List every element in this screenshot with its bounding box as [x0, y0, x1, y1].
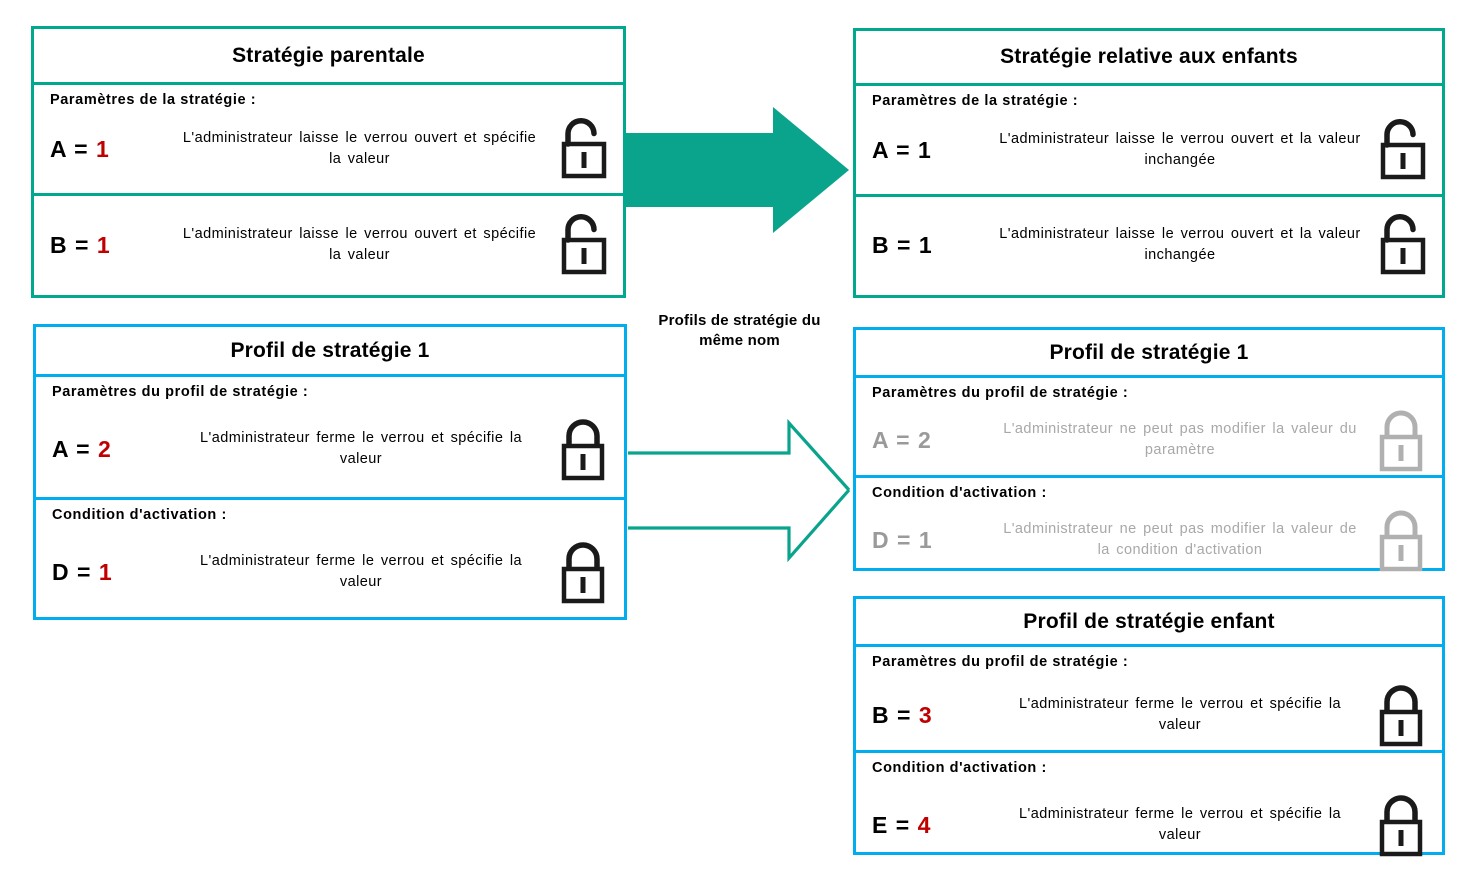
setting-key-letter: A =: [52, 435, 91, 462]
card-profile-right-title: Profil de stratégie 1: [856, 330, 1442, 378]
setting-description: L'administrateur ferme le verrou et spéc…: [199, 430, 523, 467]
setting-row: E = 4 L'administrateur ferme le verrou e…: [872, 792, 1432, 858]
setting-row: A = 1 L'administrateur laisse le verrou …: [872, 119, 1432, 181]
section-parent-policy-b: B = 1 L'administrateur laisse le verrou …: [34, 193, 623, 293]
lock-closed-icon: [1370, 792, 1432, 858]
setting-description: L'administrateur ne peut pas modifier la…: [1003, 421, 1357, 458]
lock-closed-gray-icon: [1370, 507, 1432, 573]
section-parent-policy-settings: Paramètres de la stratégie : A = 1 L'adm…: [34, 85, 623, 193]
setting-key-letter: A =: [872, 426, 911, 453]
setting-row: A = 2 L'administrateur ferme le verrou e…: [52, 416, 614, 482]
section-child-policy-settings: Paramètres de la stratégie : A = 1 L'adm…: [856, 86, 1442, 194]
setting-key-value: 1: [918, 231, 933, 258]
card-profile-left-title: Profil de stratégie 1: [36, 327, 624, 377]
setting-description: L'administrateur laisse le verrou ouvert…: [182, 130, 537, 167]
setting-key: D = 1: [872, 527, 990, 554]
setting-key-value: 2: [97, 435, 112, 462]
arrow-parent-to-child-solid: [626, 107, 849, 233]
center-caption-line2: même nom: [699, 331, 780, 349]
setting-key: B = 3: [872, 702, 990, 729]
lock-closed-icon: [552, 416, 614, 482]
setting-row: A = 2 L'administrateur ne peut pas modif…: [872, 407, 1432, 473]
setting-key-value: 1: [95, 135, 110, 162]
setting-key-value: 1: [98, 558, 113, 585]
setting-key-letter: A =: [872, 136, 911, 163]
section-profile-right-condition: Condition d'activation : D = 1 L'adminis…: [856, 475, 1442, 572]
section-child-policy-b: B = 1 L'administrateur laisse le verrou …: [856, 194, 1442, 292]
setting-key-value: 3: [918, 701, 933, 728]
setting-key-letter: D =: [872, 526, 912, 553]
setting-row: B = 3 L'administrateur ferme le verrou e…: [872, 682, 1432, 748]
card-profile-right: Profil de stratégie 1 Paramètres du prof…: [853, 327, 1445, 572]
setting-key: E = 4: [872, 812, 990, 839]
setting-row: B = 1 L'administrateur laisse le verrou …: [872, 214, 1432, 276]
section-label: Paramètres du profil de stratégie :: [52, 384, 309, 400]
setting-key-letter: B =: [872, 231, 912, 258]
section-profile-left-settings: Paramètres du profil de stratégie : A = …: [36, 377, 624, 497]
card-parent-policy-title: Stratégie parentale: [34, 29, 623, 85]
setting-row: D = 1 L'administrateur ferme le verrou e…: [52, 539, 614, 605]
setting-key-value: 1: [917, 136, 932, 163]
section-label: Condition d'activation :: [872, 485, 1047, 501]
setting-description: L'administrateur laisse le verrou ouvert…: [999, 226, 1361, 263]
card-profile-child-title: Profil de stratégie enfant: [856, 599, 1442, 647]
section-profile-left-condition: Condition d'activation : D = 1 L'adminis…: [36, 497, 624, 617]
setting-key: D = 1: [52, 559, 170, 586]
section-label: Condition d'activation :: [52, 507, 227, 523]
arrow-profile-top-line: [628, 418, 851, 492]
setting-row: B = 1 L'administrateur laisse le verrou …: [50, 214, 613, 276]
setting-key: A = 2: [872, 427, 990, 454]
setting-row: D = 1 L'administrateur ne peut pas modif…: [872, 507, 1432, 573]
setting-key: B = 1: [50, 232, 168, 259]
setting-key-value: 1: [918, 526, 933, 553]
setting-key-letter: E =: [872, 811, 911, 838]
section-label: Paramètres de la stratégie :: [872, 93, 1079, 109]
setting-key-letter: A =: [50, 135, 89, 162]
card-profile-left: Profil de stratégie 1 Paramètres du prof…: [33, 324, 627, 620]
setting-description: L'administrateur ferme le verrou et spéc…: [1018, 806, 1342, 843]
section-label: Paramètres du profil de stratégie :: [872, 385, 1129, 401]
lock-closed-icon: [552, 539, 614, 605]
setting-key: A = 1: [50, 136, 168, 163]
lock-open-icon: [551, 118, 613, 180]
setting-row: A = 1 L'administrateur laisse le verrou …: [50, 118, 613, 180]
setting-key: A = 2: [52, 436, 170, 463]
setting-key-value: 2: [917, 426, 932, 453]
card-child-policy-title: Stratégie relative aux enfants: [856, 31, 1442, 86]
center-caption-line1: Profils de stratégie du: [658, 312, 821, 329]
setting-description: L'administrateur laisse le verrou ouvert…: [999, 131, 1361, 168]
section-profile-right-settings: Paramètres du profil de stratégie : A = …: [856, 378, 1442, 475]
lock-open-icon: [1370, 214, 1432, 276]
setting-key-letter: D =: [52, 558, 92, 585]
setting-key-letter: B =: [872, 701, 912, 728]
card-child-policy: Stratégie relative aux enfants Paramètre…: [853, 28, 1445, 298]
setting-key: A = 1: [872, 137, 990, 164]
setting-description: L'administrateur ne peut pas modifier la…: [1003, 521, 1357, 558]
setting-key-value: 1: [96, 231, 111, 258]
section-label: Condition d'activation :: [872, 760, 1047, 776]
setting-key-letter: B =: [50, 231, 90, 258]
setting-description: L'administrateur ferme le verrou et spéc…: [199, 553, 523, 590]
section-profile-child-condition: Condition d'activation : E = 4 L'adminis…: [856, 750, 1442, 857]
center-caption: Profils de stratégie du même nom: [632, 311, 847, 350]
card-parent-policy: Stratégie parentale Paramètres de la str…: [31, 26, 626, 298]
section-label: Paramètres de la stratégie :: [50, 92, 257, 108]
lock-closed-icon: [1370, 682, 1432, 748]
setting-description: L'administrateur laisse le verrou ouvert…: [182, 226, 537, 263]
lock-open-icon: [551, 214, 613, 276]
section-label: Paramètres du profil de stratégie :: [872, 654, 1129, 670]
setting-key-value: 4: [917, 811, 932, 838]
lock-closed-gray-icon: [1370, 407, 1432, 473]
setting-key: B = 1: [872, 232, 990, 259]
card-profile-child: Profil de stratégie enfant Paramètres du…: [853, 596, 1445, 857]
section-profile-child-settings: Paramètres du profil de stratégie : B = …: [856, 647, 1442, 750]
lock-open-icon: [1370, 119, 1432, 181]
setting-description: L'administrateur ferme le verrou et spéc…: [1018, 696, 1342, 733]
arrow-profile-bottom-line: [628, 488, 851, 563]
